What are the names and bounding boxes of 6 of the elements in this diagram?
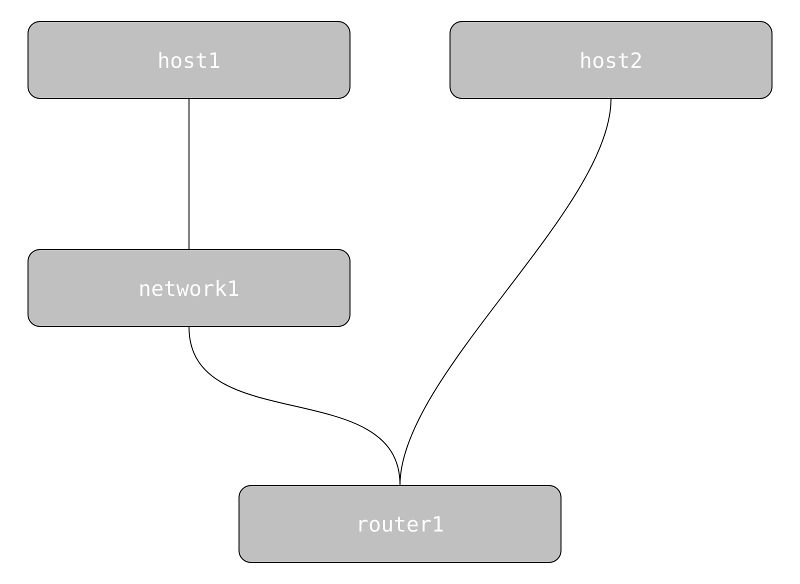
- node-box: host2: [450, 21, 772, 99]
- connector-line: [400, 98, 612, 486]
- connector-line: [188, 98, 190, 250]
- node-box: network1: [28, 249, 350, 327]
- node-box: router1: [238, 485, 562, 563]
- node-box: host1: [28, 21, 350, 99]
